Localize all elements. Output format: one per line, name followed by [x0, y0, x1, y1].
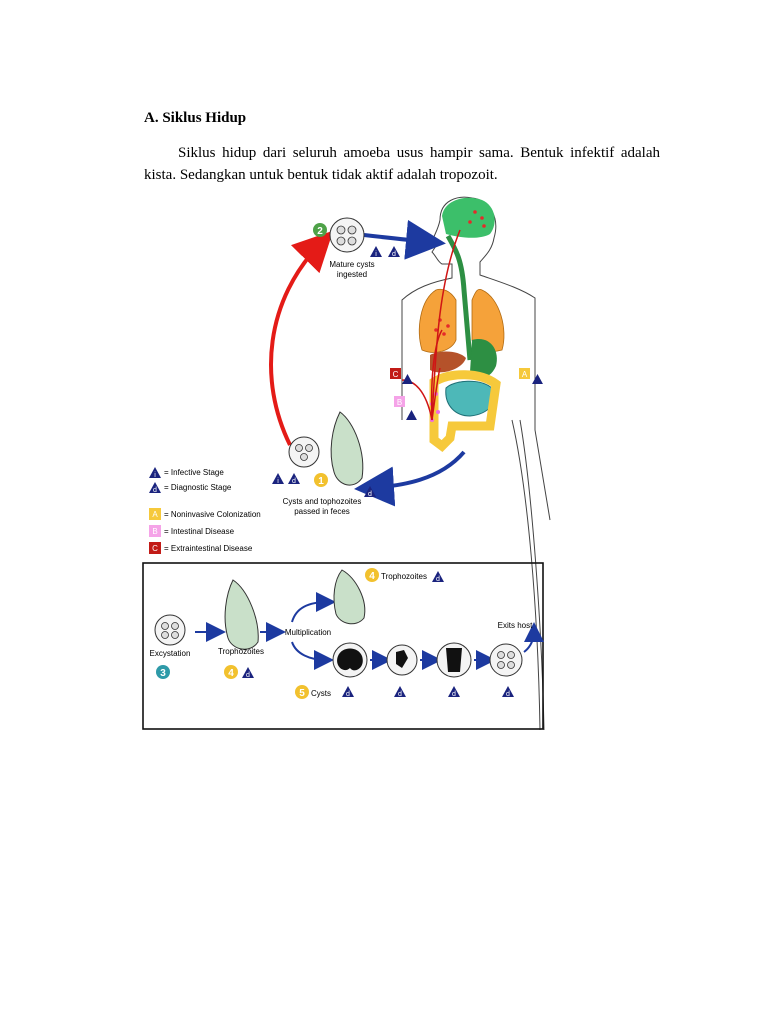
upper-trophozoite-image: [333, 569, 366, 625]
marker-a-letter: A: [522, 370, 528, 379]
lower-trophozoite-image: [224, 579, 259, 650]
excystation-label: Excystation: [150, 649, 191, 658]
arrow-to-cysts: [291, 641, 334, 670]
ingested-label: ingested: [337, 270, 367, 279]
arrow-exits-host: [523, 622, 544, 653]
legend-b-letter: B: [152, 527, 157, 536]
trophozoites-lower-label: Trophozoites: [218, 647, 264, 656]
amoeba-life-cycle-diagram: 2 i d Mature cysts ingested C A B i d 1 …: [142, 196, 551, 731]
stage-4-lower-diagnostic-letter: d: [246, 672, 250, 679]
cyst-uninucleate-image: [386, 644, 418, 676]
marker-c-box: [390, 368, 401, 379]
stage-3-number: 3: [160, 668, 166, 679]
ingestion-arrow: [363, 219, 446, 260]
legend-c-icon: [149, 542, 161, 554]
red-cycle-arrow: [269, 230, 334, 446]
dissemination-lines: [401, 229, 461, 421]
legend-infective-label: = Infective Stage: [164, 468, 224, 477]
cysts-label: Cysts: [311, 689, 331, 698]
legend-diagnostic-label: = Diagnostic Stage: [164, 483, 232, 492]
section-heading: A. Siklus Hidup: [144, 110, 247, 126]
excystation-cyst-image: [154, 614, 186, 646]
stage-3-badge: [156, 665, 170, 679]
stage-4-number-lower: 4: [228, 668, 234, 679]
cyst-precyst-image: [332, 642, 368, 678]
cyst-3-diagnostic-letter: d: [452, 691, 456, 698]
legend-a-icon: [149, 508, 161, 520]
marker-c-letter: C: [393, 370, 399, 379]
stage-1-badge: [314, 473, 328, 487]
passed-in-feces-label: passed in feces: [294, 507, 350, 516]
marker-b-letter: B: [397, 398, 402, 407]
stage-4-badge-lower: [224, 665, 238, 679]
marker-c-diagnostic: [402, 374, 413, 384]
legend-c-letter: C: [152, 544, 158, 553]
marker-a-diagnostic: [532, 374, 543, 384]
lungs: [419, 288, 505, 353]
stage-4-upper-diagnostic-letter: d: [436, 576, 440, 583]
lung-spots: [434, 318, 450, 336]
stage-5-badge: [295, 685, 309, 699]
feces-cyst-image: [288, 436, 320, 468]
esophagus: [445, 234, 473, 361]
stage-4-badge-upper: [365, 568, 379, 582]
stage-2-badge: [313, 223, 327, 237]
cysts-feces-label: Cysts and tophozoites: [283, 497, 362, 506]
stage-1-number: 1: [318, 476, 324, 487]
legend-a-letter: A: [152, 510, 158, 519]
legend: i = Infective Stage d = Diagnostic Stage…: [149, 467, 261, 554]
exits-host-label: Exits host: [498, 621, 533, 630]
legend-diagnostic-letter: d: [153, 487, 157, 494]
multiplication-label: Multiplication: [285, 628, 331, 637]
legend-intestinal-label: = Intestinal Disease: [164, 527, 235, 536]
human-body-figure: [401, 196, 551, 731]
trophozoites-label: Trophozoites: [381, 572, 427, 581]
infective-letter: i: [375, 251, 377, 258]
diagnostic-letter: d: [392, 251, 396, 258]
cyst-4-diagnostic-letter: d: [506, 691, 510, 698]
stage-4-number-upper: 4: [369, 571, 375, 582]
marker-b-box: [394, 396, 405, 407]
cyst-2-diagnostic-letter: d: [398, 691, 402, 698]
large-intestine: [429, 370, 501, 452]
legend-infective-letter: i: [154, 472, 156, 479]
liver: [430, 351, 466, 373]
cyst-mature-image: [489, 643, 523, 677]
mature-cysts-label: Mature cysts: [329, 260, 374, 269]
stomach: [470, 339, 497, 379]
mature-cyst-image: [329, 217, 365, 253]
marker-a-box: [519, 368, 530, 379]
arrow-to-trophozoites: [291, 592, 336, 623]
legend-b-icon: [149, 525, 161, 537]
stage-1-diagnostic-letter-2: d: [368, 491, 372, 498]
intestinal-cycle-box: [142, 562, 544, 730]
stage-2-number: 2: [317, 226, 323, 237]
legend-noninvasive-label: = Noninvasive Colonization: [164, 510, 261, 519]
small-intestine: [445, 380, 496, 417]
cyst-binucleate-image: [436, 642, 472, 678]
section-paragraph: Siklus hidup dari seluruh amoeba usus ha…: [144, 145, 660, 183]
stage-1-diagnostic-letter: d: [292, 478, 296, 485]
brain-shape: [442, 197, 495, 238]
feces-trophozoite-image: [330, 411, 364, 486]
marker-b-diagnostic: [406, 410, 417, 420]
stage-5-number: 5: [299, 688, 305, 699]
feces-arrow: [354, 450, 466, 507]
brain-spots: [468, 210, 486, 228]
cyst-1-diagnostic-letter: d: [346, 691, 350, 698]
stage-1-infective-letter: i: [277, 478, 279, 485]
legend-extraintestinal-label: = Extraintestinal Disease: [164, 544, 253, 553]
